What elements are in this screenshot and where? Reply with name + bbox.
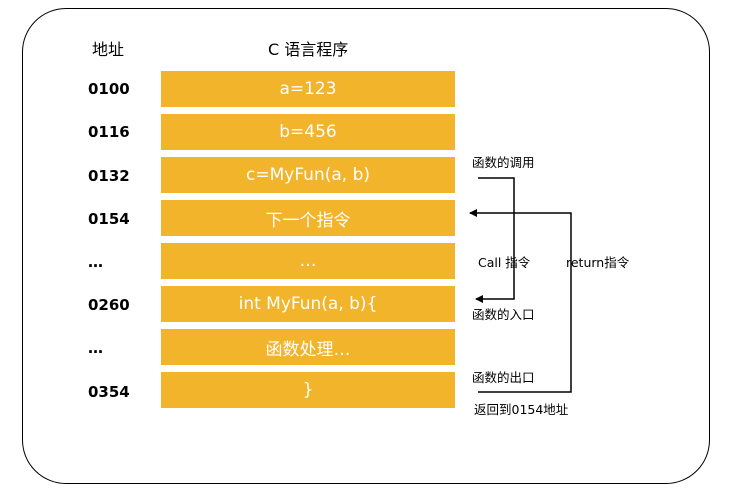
address-0: 0100 <box>88 80 130 98</box>
function-call-label: 函数的调用 <box>472 155 535 170</box>
code-block-2: c=MyFun(a, b) <box>161 157 455 193</box>
address-4: … <box>88 253 103 271</box>
address-3: 0154 <box>88 210 130 228</box>
code-block-6: 函数处理… <box>161 329 455 365</box>
code-block-3: 下一个指令 <box>161 200 455 236</box>
code-block-0: a=123 <box>161 71 455 107</box>
code-block-7: } <box>161 372 455 408</box>
code-block-5: int MyFun(a, b){ <box>161 286 455 322</box>
call-arrow <box>475 177 515 303</box>
address-6: … <box>88 339 103 357</box>
address-5: 0260 <box>88 296 130 314</box>
address-2: 0132 <box>88 167 130 185</box>
code-block-1: b=456 <box>161 114 455 150</box>
return-arrow <box>469 209 572 393</box>
code-block-4: … <box>161 243 455 279</box>
call-instruction-label: Call 指令 <box>478 255 531 270</box>
return-instruction-label: return指令 <box>566 255 630 270</box>
address-7: 0354 <box>88 383 130 401</box>
return-to-label: 返回到0154地址 <box>474 402 569 417</box>
address-1: 0116 <box>88 123 130 141</box>
address-column-header: 地址 <box>92 40 125 59</box>
program-column-header: C 语言程序 <box>268 40 349 59</box>
function-exit-label: 函数的出口 <box>472 370 535 385</box>
function-entry-label: 函数的入口 <box>472 307 535 322</box>
diagram-frame <box>22 8 710 484</box>
